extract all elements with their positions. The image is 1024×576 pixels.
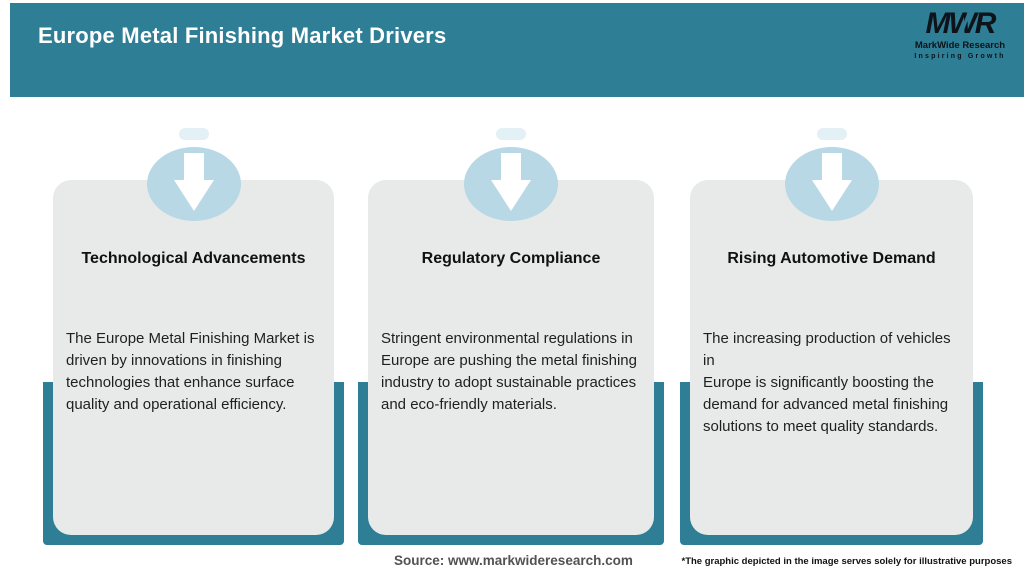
card-description: Stringent environmental regulations in E… — [381, 330, 637, 413]
arrow-ghost-decoration — [178, 128, 209, 140]
driver-card: Rising Automotive Demand The increasing … — [690, 180, 973, 535]
arrow-down-icon — [491, 153, 531, 211]
logo-tagline: Inspiring Growth — [914, 52, 1006, 60]
arrow-down-icon — [173, 153, 214, 211]
arrow-ghost-decoration — [816, 128, 847, 140]
arrow-circle-badge — [146, 147, 241, 221]
driver-column-rising-automotive-demand: Rising Automotive Demand The increasing … — [680, 128, 983, 545]
card-title: Regulatory Compliance — [421, 250, 601, 267]
card-description: The increasing production of vehicles in… — [703, 330, 951, 435]
source-text: Source: www.markwideresearch.com — [394, 553, 633, 568]
logo-brand-name: MarkWide Research — [914, 40, 1006, 51]
mwr-monogram: MWR — [925, 7, 997, 40]
header-band: Europe Metal Finishing Market Drivers MW… — [10, 3, 1024, 97]
page-title: Europe Metal Finishing Market Drivers — [38, 23, 447, 48]
driver-card: Regulatory Compliance Stringent environm… — [368, 180, 654, 535]
arrow-circle-badge — [784, 147, 879, 221]
driver-column-regulatory-compliance: Regulatory Compliance Stringent environm… — [358, 128, 664, 545]
disclaimer-text: *The graphic depicted in the image serve… — [681, 556, 1013, 567]
card-title: Rising Automotive Demand — [727, 250, 936, 267]
arrow-ghost-decoration — [496, 128, 526, 140]
card-title: Technological Advancements — [81, 250, 306, 267]
card-description: The Europe Metal Finishing Market is dri… — [66, 330, 315, 413]
driver-column-technological-advancements: Technological Advancements The Europe Me… — [43, 128, 344, 545]
driver-card: Technological Advancements The Europe Me… — [53, 180, 334, 535]
mwr-monogram-text: MWR — [925, 7, 997, 40]
markwide-research-logo: MWR MarkWide Research Inspiring Growth — [912, 9, 1008, 60]
arrow-circle-badge — [464, 147, 558, 221]
arrow-down-icon — [811, 153, 852, 211]
